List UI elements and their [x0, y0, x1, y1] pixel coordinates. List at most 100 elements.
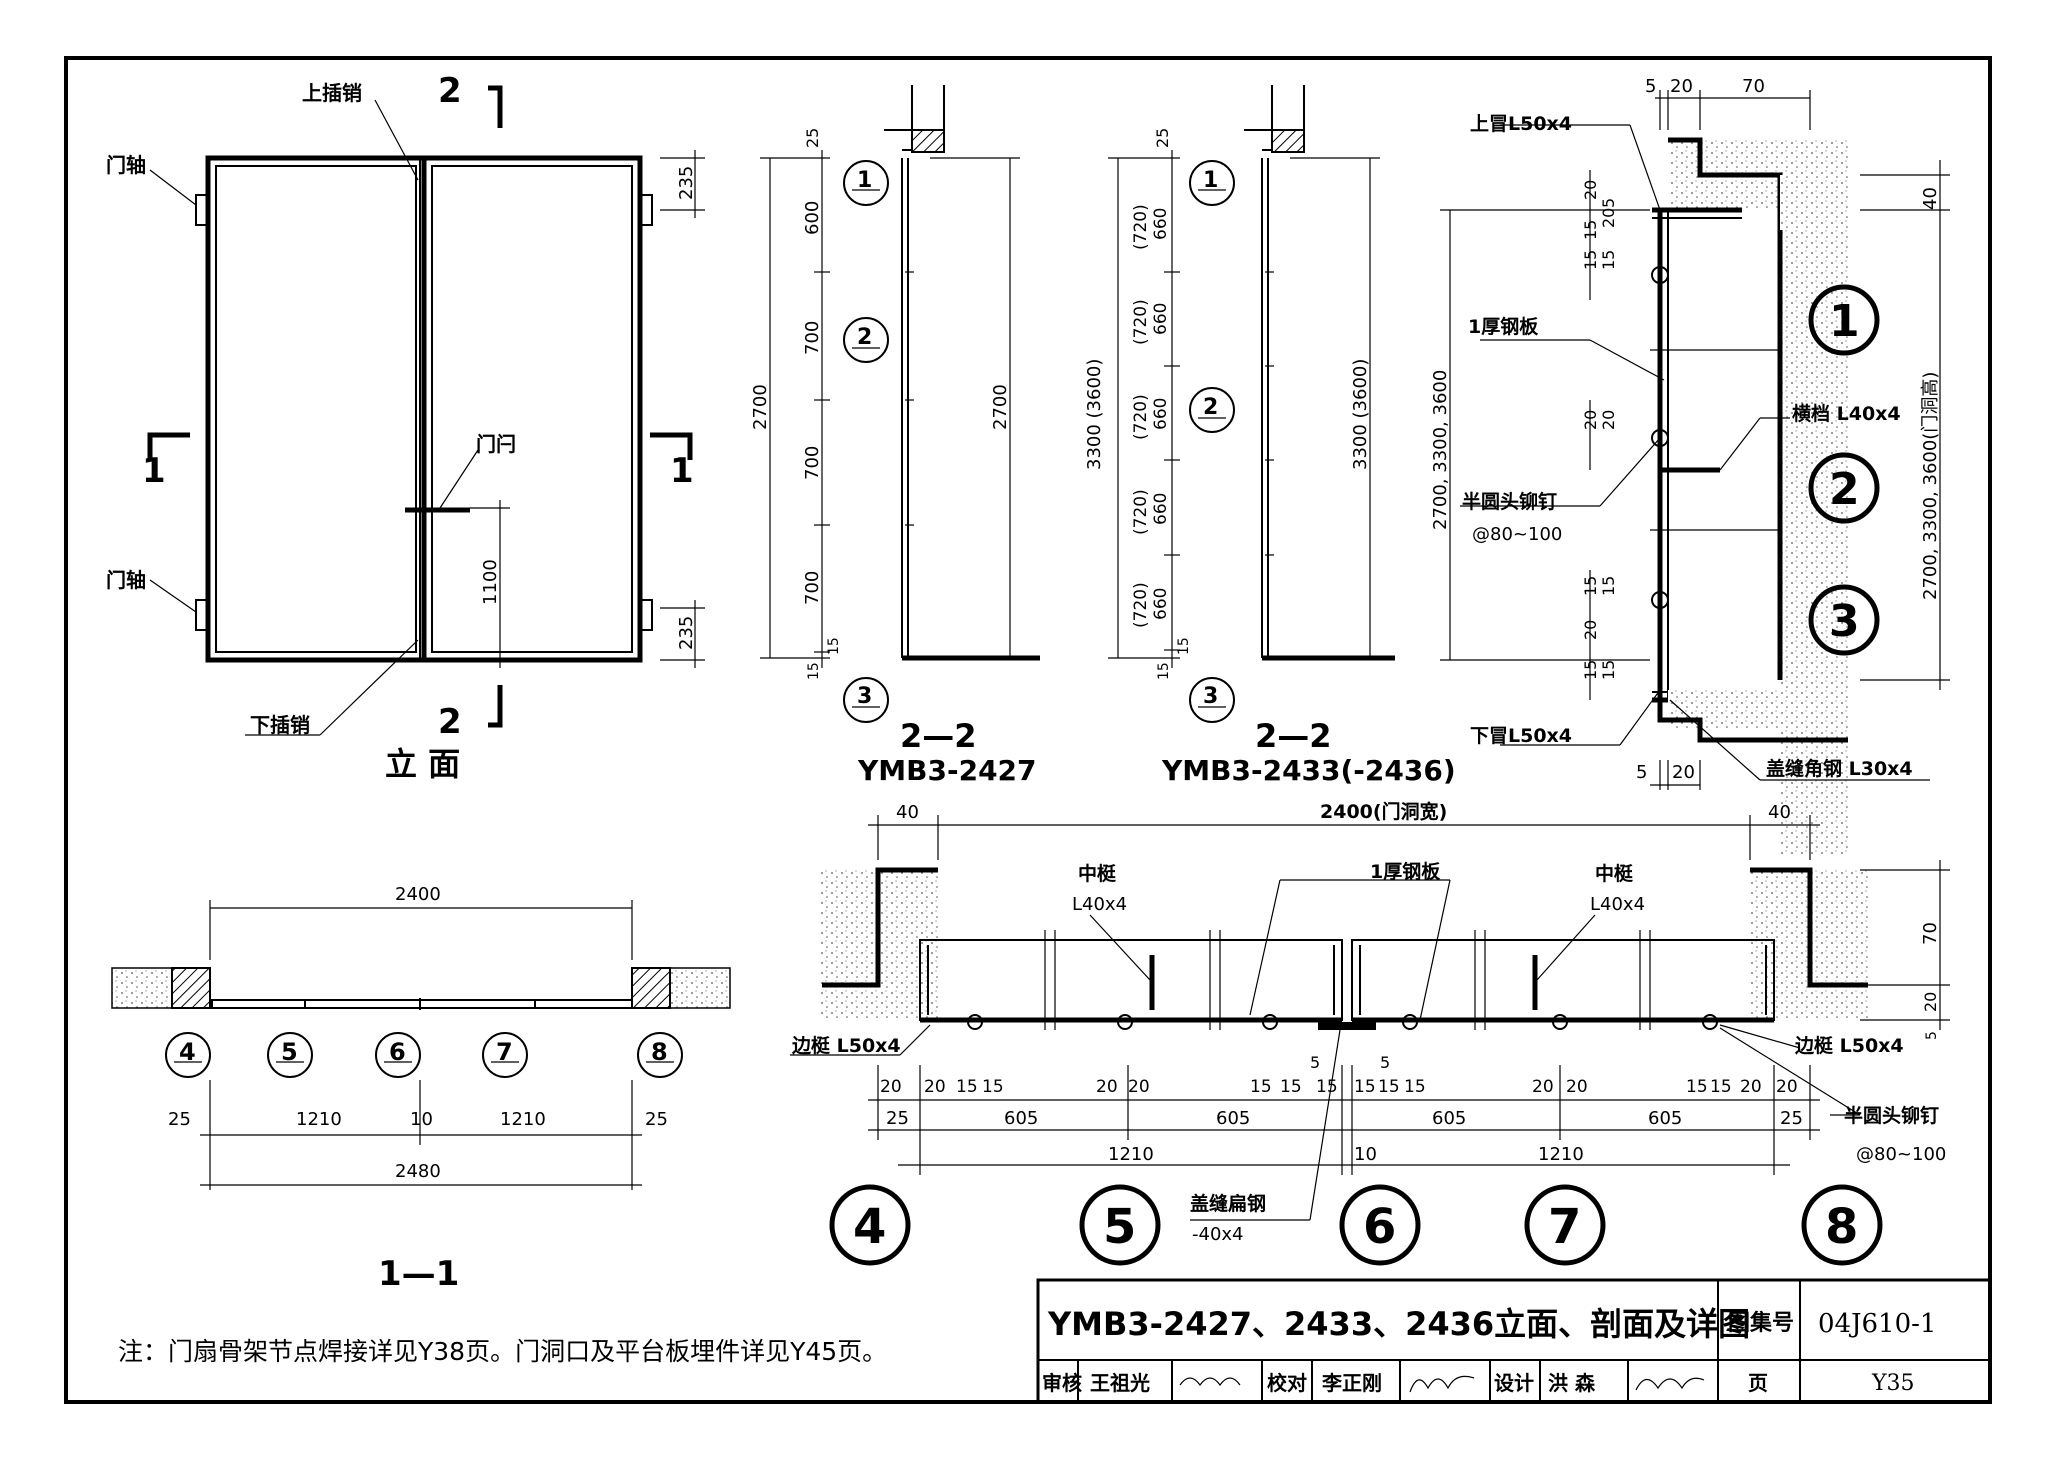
- section-2433-dim-d2: 660: [1151, 493, 1171, 525]
- section-1-1-marker-7: 7: [496, 1038, 513, 1066]
- bottom-detail-r1-7: 15: [1280, 1077, 1302, 1097]
- right-detail-dim-40: 40: [1920, 187, 1941, 210]
- right-detail-dim-15-2: 15: [1581, 250, 1600, 270]
- bottom-detail-r1-14: 15: [1686, 1077, 1708, 1097]
- bottom-detail-dim-5b: 5: [1380, 1053, 1390, 1072]
- section-2427-dim-15b: 15: [826, 637, 842, 655]
- bottom-detail-r1-16: 20: [1740, 1077, 1762, 1097]
- section-2433-view: [1108, 85, 1395, 723]
- right-detail-cover-angle: 盖缝角钢 L30x4: [1766, 757, 1913, 780]
- section-2433-marker-3: 3: [1203, 684, 1218, 709]
- bottom-detail-r2-605b: 605: [1216, 1108, 1250, 1129]
- right-detail-dim-15-7: 15: [1599, 660, 1618, 680]
- right-detail-dim-20-1: 20: [1581, 180, 1600, 200]
- section-2427-marker-3: 3: [857, 684, 872, 709]
- bottom-detail-r2-25a: 25: [886, 1108, 909, 1129]
- section-2433-dim-e1: (720): [1131, 582, 1151, 628]
- title-block-page-no: Y35: [1871, 1371, 1915, 1396]
- right-detail-top-angle: 上冒L50x4: [1470, 113, 1572, 135]
- bottom-detail-r2-25b: 25: [1780, 1108, 1803, 1129]
- section-2427-dim-25: 25: [803, 128, 822, 148]
- sheet-border: [64, 56, 1992, 1404]
- bottom-detail-r1-17: 20: [1776, 1077, 1798, 1097]
- elevation-cut-2-bottom: 2: [438, 702, 462, 742]
- section-1-1-view: [111, 900, 731, 1190]
- right-detail-marker-2: 2: [1829, 464, 1860, 515]
- right-detail-dim-70: 70: [1742, 76, 1765, 97]
- general-note: 注：门扇骨架节点焊接详见Y38页。门洞口及平台板埋件详见Y45页。: [118, 1337, 887, 1366]
- elevation-view: [147, 85, 705, 736]
- section-2433-dim-d1: (720): [1131, 489, 1151, 535]
- section-2433-dim-b2: 660: [1151, 303, 1171, 335]
- right-detail-overall-right: 2700, 3300, 3600(门洞高): [1920, 372, 1941, 600]
- right-detail-bottom-angle: 下冒L50x4: [1470, 725, 1572, 747]
- elevation-cut-2-top: 2: [438, 71, 462, 111]
- section-1-1-marker-4: 4: [179, 1038, 196, 1066]
- bottom-detail-rivet: 半圆头铆钉: [1844, 1104, 1939, 1127]
- bottom-detail-mid-stile-left-size: L40x4: [1072, 894, 1127, 915]
- bottom-detail-r2-605d: 605: [1648, 1108, 1682, 1129]
- section-2427-overall-right: 2700: [990, 384, 1011, 430]
- bottom-detail-r1-6: 15: [1250, 1077, 1272, 1097]
- elevation-cut-1-left: 1: [142, 451, 166, 491]
- section-2427-marker-1: 1: [857, 168, 872, 193]
- section-2433-dim-e2: 660: [1151, 588, 1171, 620]
- bottom-detail-r1-5: 20: [1128, 1077, 1150, 1097]
- title-block-title: YMB3-2427、2433、2436立面、剖面及详图: [1047, 1305, 1750, 1343]
- title-block-check-label: 校对: [1267, 1371, 1307, 1395]
- elevation-dim-1100: 1100: [480, 559, 501, 605]
- title-block-designer: 洪 森: [1548, 1371, 1596, 1395]
- section-1-1-dim-10: 10: [410, 1109, 433, 1130]
- bottom-detail-dim-40-right: 40: [1768, 802, 1791, 823]
- section-1-1-dim-1210a: 1210: [296, 1109, 342, 1130]
- bottom-detail-mid-stile-left: 中梃: [1078, 862, 1116, 885]
- elevation-top-bolt-label: 上插销: [302, 81, 362, 105]
- right-detail-dim-15-6: 15: [1581, 660, 1600, 680]
- section-2427-title: 2—2: [900, 717, 977, 755]
- bottom-detail-cover-flat: 盖缝扁钢: [1190, 1192, 1266, 1215]
- bottom-detail-cover-flat-size: -40x4: [1192, 1224, 1244, 1245]
- right-detail-dim-15-1: 15: [1581, 220, 1600, 240]
- bottom-detail-r1-4: 20: [1096, 1077, 1118, 1097]
- title-block: [1036, 1278, 1992, 1404]
- title-block-atlas-label: 图集号: [1728, 1310, 1794, 1336]
- bottom-detail-r1-3: 15: [982, 1077, 1004, 1097]
- elevation-dim-235-top: 235: [676, 166, 697, 200]
- section-2427-dim-700b: 700: [802, 446, 823, 480]
- section-2433-overall: 3300 (3600): [1084, 359, 1105, 470]
- bottom-detail-view: [790, 815, 1950, 1266]
- right-detail-view: [1440, 90, 1950, 855]
- bottom-detail-row1: 20 20 15 15 20 20 15 15 15 15 15 15 20 2…: [880, 1077, 1798, 1097]
- bottom-detail-marker-4: 4: [853, 1199, 886, 1255]
- title-block-reviewer: 王祖光: [1090, 1371, 1150, 1395]
- section-1-1-dim-1210b: 1210: [500, 1109, 546, 1130]
- right-detail-bottom-5: 5: [1636, 762, 1647, 783]
- section-2427-overall: 2700: [750, 384, 771, 430]
- bottom-detail-dim-width: 2400(门洞宽): [1320, 800, 1447, 823]
- bottom-detail-r3-1210a: 1210: [1108, 1144, 1154, 1165]
- section-2427-dim-700c: 700: [802, 571, 823, 605]
- section-2427-marker-2: 2: [857, 325, 872, 350]
- section-1-1-dim-25a: 25: [168, 1109, 191, 1130]
- section-2433-dim-c1: (720): [1131, 394, 1151, 440]
- bottom-detail-edge-right: 边梃 L50x4: [1794, 1034, 1904, 1057]
- section-1-1-marker-8: 8: [651, 1038, 668, 1066]
- right-detail-dim-15-3: 15: [1599, 250, 1618, 270]
- right-detail-rail: 横档 L40x4: [1792, 402, 1901, 425]
- bottom-detail-edge-left: 边梃 L50x4: [791, 1034, 901, 1057]
- right-detail-marker-1: 1: [1829, 296, 1860, 347]
- section-2427-subtitle: YMB3-2427: [857, 754, 1037, 787]
- title-block-page-label: 页: [1748, 1371, 1768, 1395]
- elevation-title: 立 面: [385, 745, 460, 783]
- section-2433-dim-c2: 660: [1151, 398, 1171, 430]
- section-1-1-dim-25b: 25: [645, 1109, 668, 1130]
- bottom-detail-r1-10: 15: [1378, 1077, 1400, 1097]
- section-2427-dim-15a: 15: [806, 662, 822, 680]
- elevation-latch-label: 门闩: [476, 432, 516, 456]
- section-1-1-title: 1—1: [378, 1254, 459, 1294]
- elevation-bottom-bolt-label: 下插销: [250, 713, 310, 737]
- section-1-1-dim-total: 2480: [395, 1161, 441, 1182]
- right-detail-dim-15-5: 15: [1599, 576, 1618, 596]
- bottom-detail-mid-stile-right: 中梃: [1595, 862, 1633, 885]
- bottom-detail-right-5: 5: [1924, 1031, 1940, 1040]
